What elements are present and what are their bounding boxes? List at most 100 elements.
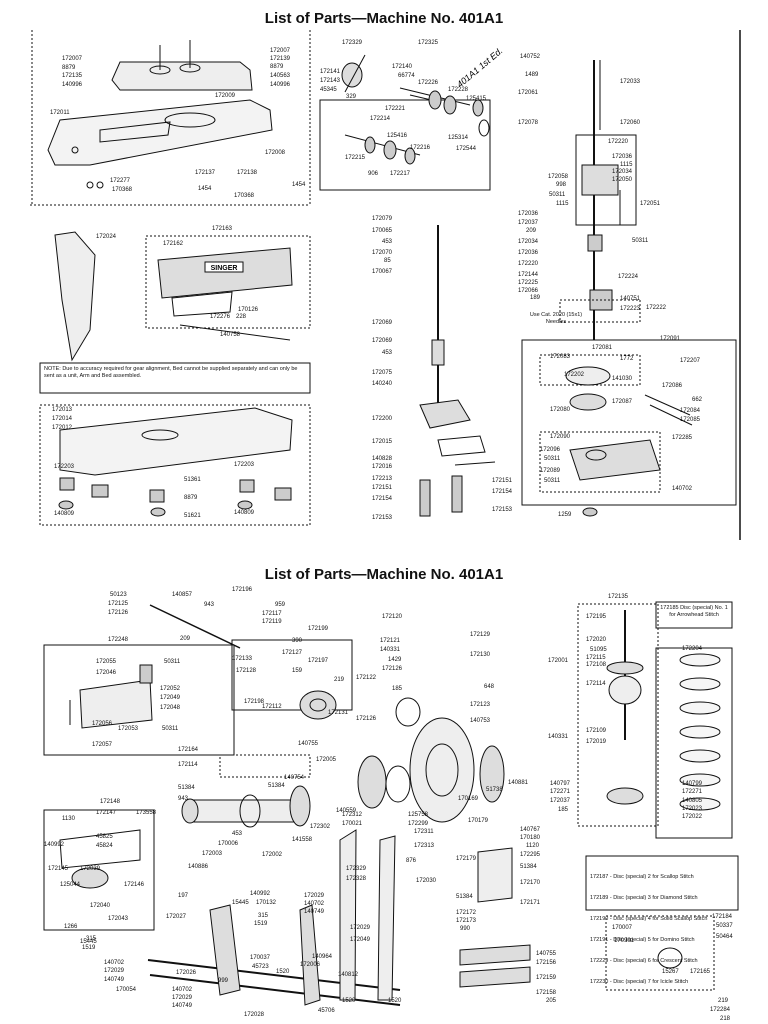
part-number-label: 172005 bbox=[316, 757, 337, 763]
part-number-label: 140828 bbox=[372, 456, 393, 462]
part-number-label: 50311 bbox=[632, 238, 649, 244]
part-number-label: 172066 bbox=[518, 288, 539, 294]
part-number-label: 172226 bbox=[418, 80, 439, 86]
part-number-label: 662 bbox=[692, 397, 703, 403]
part-number-label: 172153 bbox=[492, 507, 513, 513]
part-number-label: 172001 bbox=[548, 658, 569, 664]
part-number-label: 172122 bbox=[356, 675, 377, 681]
part-number-label: 172313 bbox=[414, 843, 435, 849]
part-number-label: 172052 bbox=[160, 686, 181, 692]
part-number-label: 172115 bbox=[586, 655, 606, 661]
part-number-label: 172223 bbox=[620, 306, 641, 312]
part-number-label: 172140 bbox=[392, 64, 413, 70]
part-number-label: 315 bbox=[86, 936, 97, 942]
part-number-label: 141030 bbox=[612, 376, 633, 382]
part-number-label: 999 bbox=[218, 978, 229, 984]
part-number-label: 172028 bbox=[244, 1012, 265, 1018]
part-number-label: 15445 bbox=[232, 900, 249, 906]
part-number-label: 140809 bbox=[54, 511, 75, 517]
part-number-label: 943 bbox=[178, 796, 189, 802]
part-number-label: 15267 bbox=[662, 969, 679, 975]
part-number-label: 170179 bbox=[468, 818, 489, 824]
part-number-label: 140749 bbox=[104, 977, 125, 983]
part-number-label: 172151 bbox=[492, 478, 513, 484]
part-number-label: 172148 bbox=[100, 799, 121, 805]
part-number-label: 172029 bbox=[172, 995, 193, 1001]
part-number-label: 876 bbox=[406, 858, 417, 864]
part-number-label: 172129 bbox=[470, 632, 491, 638]
part-number-label: 172121 bbox=[380, 638, 401, 644]
part-number-label: 228 bbox=[236, 314, 247, 320]
part-number-label: 140992 bbox=[250, 891, 271, 897]
part-number-label: 140799 bbox=[682, 781, 703, 787]
part-number-label: 159 bbox=[292, 668, 303, 674]
part-number-label: 172058 bbox=[548, 174, 569, 180]
part-number-label: 172285 bbox=[672, 435, 693, 441]
part-number-label: 51384 bbox=[456, 894, 473, 900]
part-number-label: 172039 bbox=[80, 866, 101, 872]
part-number-label: 453 bbox=[382, 350, 393, 356]
part-number-label: 390 bbox=[292, 638, 303, 644]
part-number-label: 170368 bbox=[234, 193, 255, 199]
part-number-label: 906 bbox=[368, 171, 379, 177]
part-number-label: 189 bbox=[530, 295, 541, 301]
part-number-label: 172214 bbox=[370, 116, 391, 122]
part-number-label: 990 bbox=[460, 926, 471, 932]
part-number-label: 172220 bbox=[608, 139, 629, 145]
part-number-label: 172163 bbox=[212, 226, 233, 232]
part-number-label: 172049 bbox=[160, 695, 181, 701]
part-number-label: 315 bbox=[258, 913, 269, 919]
part-number-label: 45723 bbox=[252, 964, 269, 970]
part-number-label: 8879 bbox=[270, 64, 284, 70]
part-number-label: 45825 bbox=[96, 834, 113, 840]
part-number-label: 172008 bbox=[265, 150, 286, 156]
part-number-label: 172216 bbox=[410, 145, 431, 151]
part-number-label: 998 bbox=[556, 182, 567, 188]
part-number-label: 1520 bbox=[388, 998, 402, 1004]
handwritten-note: 401A1 1st Ed. bbox=[455, 46, 505, 90]
part-number-label: 1454 bbox=[292, 182, 306, 188]
part-number-label: 172154 bbox=[492, 489, 513, 495]
part-number-label: 172037 bbox=[550, 798, 571, 804]
part-number-label: 140240 bbox=[372, 381, 393, 387]
part-number-label: 172061 bbox=[518, 90, 539, 96]
part-number-label: 140754 bbox=[284, 775, 305, 781]
part-number-label: 172133 bbox=[232, 656, 253, 662]
presser-bar bbox=[419, 225, 641, 517]
part-number-label: 51384 bbox=[268, 783, 285, 789]
part-number-label: 50337 bbox=[716, 923, 733, 929]
part-number-label: 172143 bbox=[320, 78, 341, 84]
part-number-label: 140749 bbox=[304, 909, 325, 915]
part-number-label: 51361 bbox=[184, 477, 201, 483]
part-number-label: 172091 bbox=[660, 336, 681, 342]
part-number-label: 172221 bbox=[385, 106, 406, 112]
part-number-label: 172126 bbox=[108, 610, 129, 616]
part-number-label: 1130 bbox=[62, 816, 76, 822]
part-number-label: 172196 bbox=[232, 587, 253, 593]
part-number-label: 172197 bbox=[308, 658, 329, 664]
part-number-label: 172184 bbox=[712, 914, 733, 920]
part-number-label: 172083 bbox=[550, 354, 571, 360]
part-number-label: 140755 bbox=[298, 741, 319, 747]
part-number-label: 172027 bbox=[166, 914, 187, 920]
part-number-label: 172198 bbox=[244, 699, 265, 705]
part-number-label: 172199 bbox=[308, 626, 329, 632]
disc-list-item: 172187 - Disc (special) 2 for Scallop St… bbox=[590, 874, 694, 880]
part-number-label: 172171 bbox=[520, 900, 541, 906]
part-number-label: 172016 bbox=[372, 464, 393, 470]
part-number-label: 172019 bbox=[586, 739, 607, 745]
part-number-label: 140702 bbox=[172, 987, 193, 993]
part-number-label: 170368 bbox=[112, 187, 133, 193]
feed-regulator-assembly bbox=[43, 644, 235, 756]
part-number-label: 50464 bbox=[716, 934, 733, 940]
part-number-label: 125314 bbox=[448, 135, 469, 141]
part-number-label: 172087 bbox=[612, 399, 633, 405]
part-number-label: 172022 bbox=[682, 814, 703, 820]
part-number-label: 172023 bbox=[682, 806, 703, 812]
part-number-label: 172295 bbox=[520, 852, 541, 858]
part-number-label: 172112 bbox=[262, 704, 282, 710]
part-number-label: 172079 bbox=[372, 216, 393, 222]
part-number-label: 172007 bbox=[270, 48, 291, 54]
part-number-label: 172033 bbox=[620, 79, 641, 85]
part-number-label: 170901 bbox=[614, 938, 635, 944]
